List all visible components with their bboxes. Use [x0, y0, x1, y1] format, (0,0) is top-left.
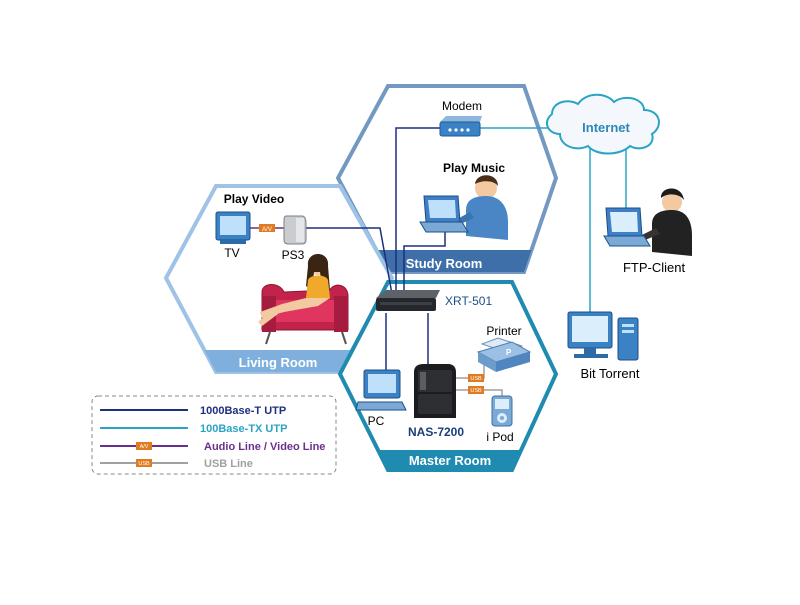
ipod-device: i Pod [486, 395, 514, 444]
pc-label: PC [368, 414, 385, 428]
legend-item-av: A/V Audio Line / Video Line [100, 441, 325, 453]
legend-item-usb: USB USB Line [100, 458, 253, 470]
ftp-client-device: FTP-Client [603, 188, 692, 275]
bit-torrent-label: Bit Torrent [580, 366, 639, 381]
study-laptop-user [419, 175, 508, 240]
ps3-device: PS3 [282, 215, 307, 262]
printer-device: Printer P [476, 324, 532, 372]
ipod-label: i Pod [486, 430, 513, 444]
usb-tag-printer-text: USB [470, 376, 482, 382]
printer-label: Printer [486, 324, 521, 338]
legend-label-av: Audio Line / Video Line [204, 441, 325, 453]
play-music-label: Play Music [443, 161, 505, 175]
pc-device: PC [355, 369, 407, 428]
sofa-woman-illustration [258, 254, 349, 345]
ftp-client-label: FTP-Client [623, 260, 686, 275]
modem-label: Modem [442, 99, 482, 113]
nas-7200-device: NAS-7200 [408, 364, 464, 439]
master-room-label: Master Room [409, 453, 491, 468]
legend-usb-tag: USB [138, 461, 150, 467]
legend-item-gigabit: 1000Base-T UTP [100, 405, 286, 417]
ps3-label: PS3 [282, 248, 305, 262]
bit-torrent-device: Bit Torrent [567, 311, 640, 381]
av-tag-text: A/V [262, 227, 272, 233]
modem-device: Modem [439, 99, 482, 137]
internet-cloud: Internet [545, 93, 660, 155]
usb-tag-printer: USB [468, 374, 484, 382]
line-router-ps3 [304, 227, 393, 295]
xrt-501-label: XRT-501 [445, 294, 492, 308]
living-room-label: Living Room [239, 355, 318, 370]
line-router-modem [395, 127, 440, 294]
legend-av-tag: A/V [140, 444, 149, 450]
svg-text:P: P [506, 348, 512, 357]
internet-label: Internet [582, 120, 630, 135]
study-room-label: Study Room [406, 256, 483, 271]
nas-7200-label: NAS-7200 [408, 425, 464, 439]
tv-device: TV [215, 211, 251, 260]
xrt-501-router: XRT-501 [376, 290, 492, 311]
av-tag: A/V [259, 224, 275, 233]
usb-tag-ipod-text: USB [470, 388, 482, 394]
legend-item-fast: 100Base-TX UTP [100, 423, 287, 435]
legend: 1000Base-T UTP 100Base-TX UTP A/V Audio … [91, 395, 337, 475]
legend-label-gigabit: 1000Base-T UTP [200, 405, 286, 417]
line-router-laptop [403, 224, 446, 294]
legend-label-fast: 100Base-TX UTP [200, 423, 287, 435]
tv-label: TV [224, 246, 239, 260]
play-video-label: Play Video [224, 192, 284, 206]
usb-tag-ipod: USB [468, 386, 484, 394]
legend-label-usb: USB Line [204, 458, 253, 470]
